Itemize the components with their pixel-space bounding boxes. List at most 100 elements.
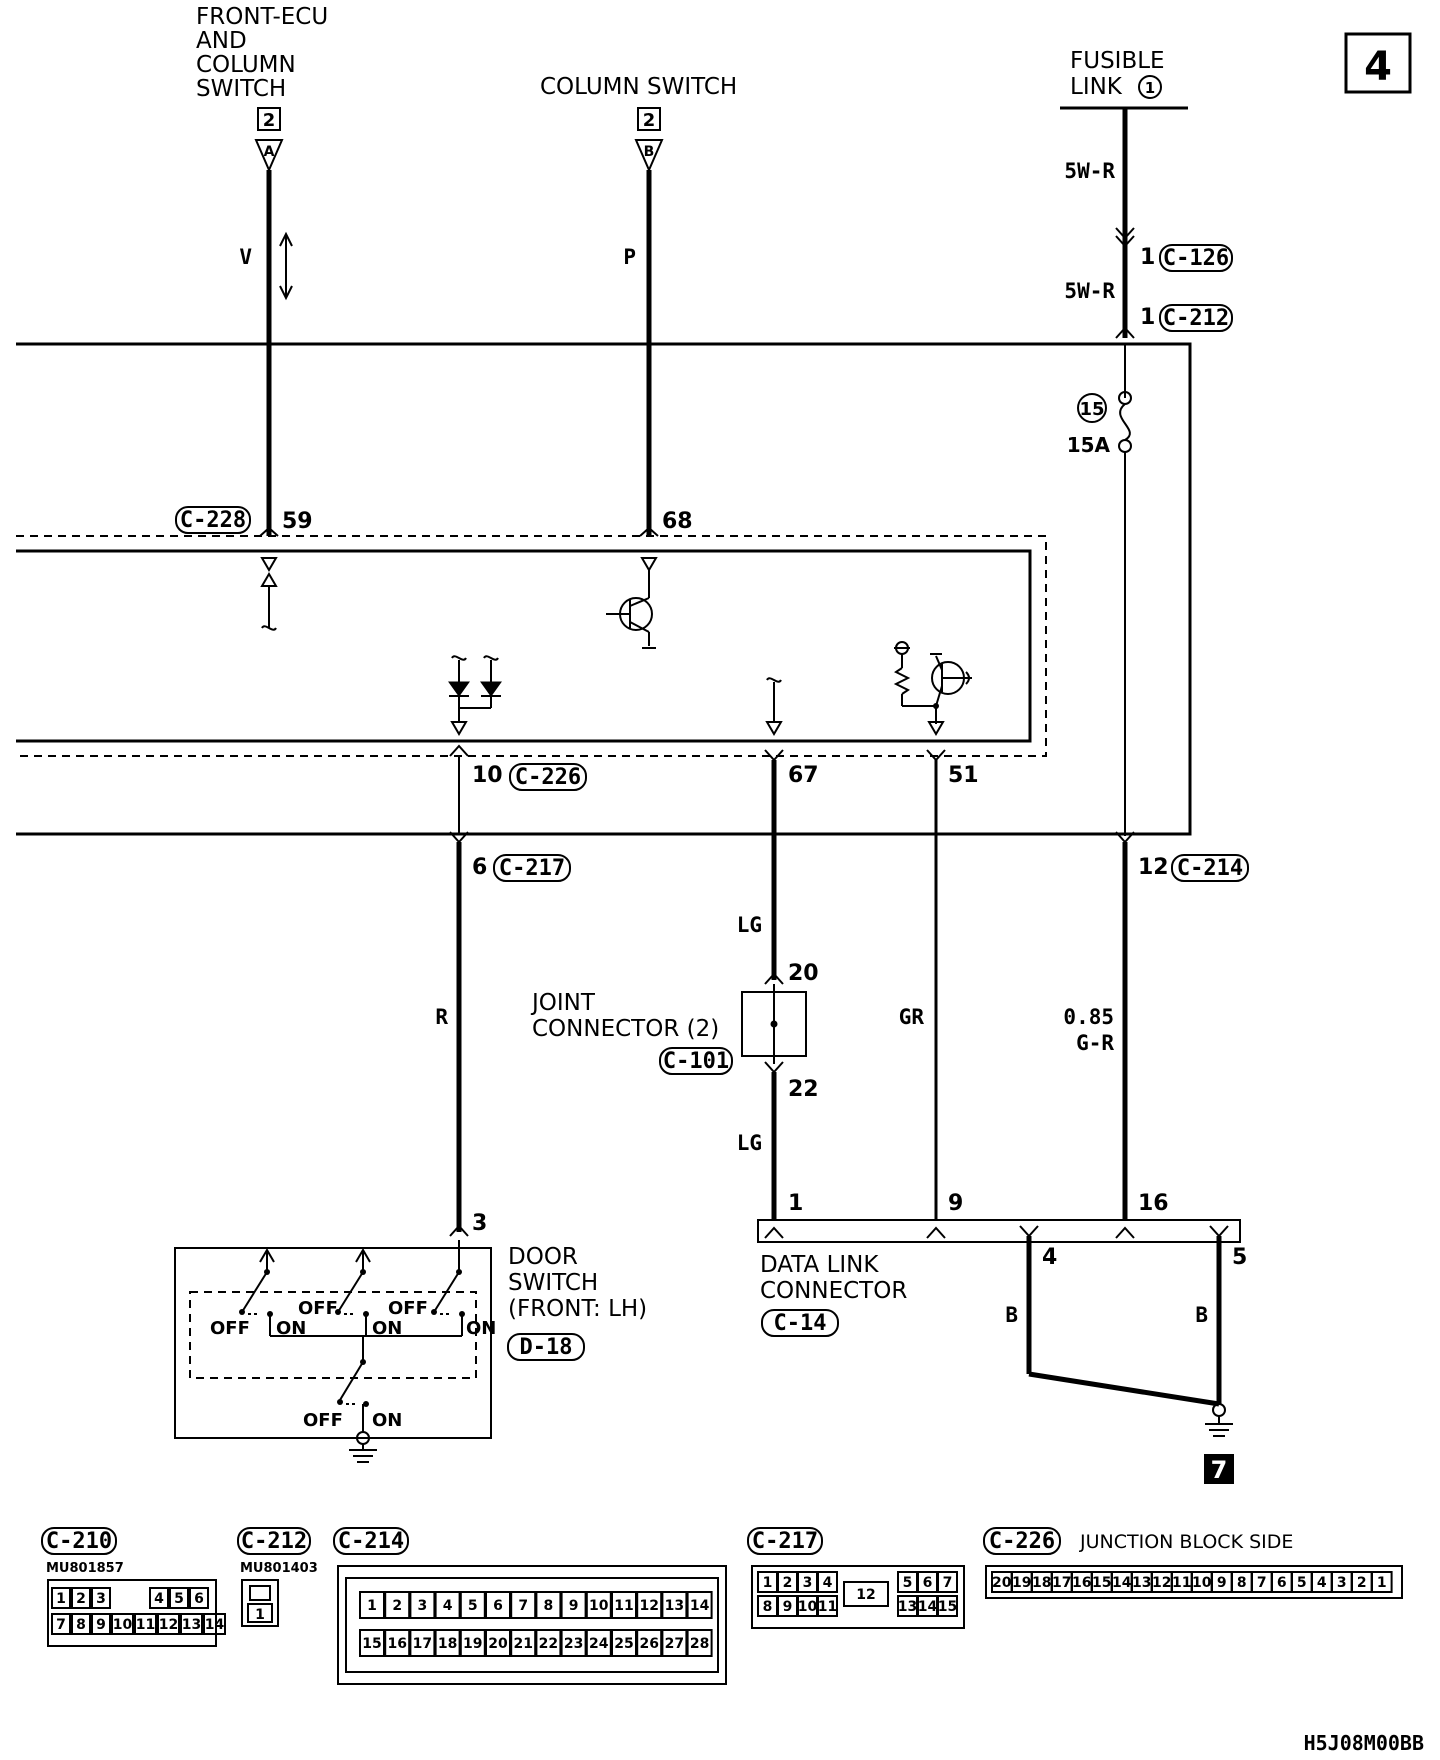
ground-icon	[1205, 1403, 1233, 1437]
legend-c214-pin-label: 1	[367, 1598, 377, 1614]
pin-10: 10	[472, 763, 503, 788]
wire-b-left-label: B	[1005, 1303, 1018, 1327]
legend-c214-cell	[485, 1629, 511, 1657]
legend-c226-shell	[985, 1565, 1403, 1599]
pin-c126: 1	[1140, 245, 1155, 270]
legend-c226-pin-label: 7	[1257, 1575, 1267, 1591]
switch-1-off: OFF	[210, 1318, 250, 1339]
dl-pin-5-symbol	[1209, 1225, 1229, 1238]
legend-c210-badge	[41, 1527, 117, 1555]
page-number: 4	[1364, 44, 1392, 90]
pin-68-symbol	[639, 526, 659, 537]
switch-1-on: ON	[276, 1318, 306, 1339]
legend-c226-pin-label: 2	[1357, 1575, 1367, 1591]
legend-c214-pin-label: 20	[488, 1636, 508, 1652]
legend-c210-pin-label: 11	[136, 1617, 155, 1633]
legend-c214-pin-label: 21	[513, 1636, 532, 1652]
legend-c226-pin-label: 10	[1192, 1575, 1212, 1591]
joint-connector-line: CONNECTOR (2)	[532, 1016, 719, 1042]
legend-c210-pin-label: 6	[194, 1591, 204, 1607]
switch-3-on: ON	[466, 1318, 496, 1339]
legend-c210-cell	[51, 1587, 71, 1609]
wire-v-label: V	[239, 245, 252, 269]
door-switch-line: DOOR	[508, 1244, 578, 1270]
legend-c214-pin-label: 4	[443, 1598, 453, 1614]
legend-c214-badge	[333, 1527, 409, 1555]
connector-c217-badge	[493, 854, 571, 882]
input-67-circuit-icon	[765, 677, 783, 736]
fuse-terminal-bottom	[1118, 439, 1132, 453]
pin-6: 6	[472, 855, 487, 880]
door-switch-box	[174, 1247, 492, 1439]
door-switch-line: (FRONT: LH)	[508, 1296, 647, 1322]
ref-a-arrow-icon	[254, 139, 284, 173]
connector-c228-label: C-228	[180, 508, 246, 533]
fuse-element-icon	[1119, 403, 1131, 441]
legend-c210-cell	[71, 1587, 91, 1609]
legend-c226-title: C-226	[989, 1529, 1055, 1554]
wire-b-bridge	[1028, 1371, 1220, 1407]
legend-c226-pin-label: 3	[1337, 1575, 1347, 1591]
legend-c217-pin-label: 12	[856, 1587, 875, 1603]
legend-c214-pin-label: 6	[493, 1598, 503, 1614]
legend-c214-pin-label: 26	[639, 1636, 658, 1652]
door-switch-dashed-link	[189, 1291, 477, 1379]
fusible-link-line: LINK	[1070, 74, 1123, 100]
legend-c212-latch	[249, 1585, 271, 1601]
connector-d18-badge	[507, 1333, 585, 1361]
pin-67: 67	[788, 763, 819, 788]
pin-59-symbol	[259, 526, 279, 537]
fusible-link-number: 1	[1145, 79, 1155, 97]
legend-c226-pin-label: 1	[1377, 1575, 1387, 1591]
transistor-51-icon	[893, 641, 972, 736]
legend-c210-pin-label: 3	[96, 1591, 106, 1607]
dl-pin-16-symbol	[1115, 1226, 1135, 1239]
wire-gr-label: GR	[899, 1005, 925, 1029]
pin-dl-16: 16	[1138, 1191, 1169, 1216]
connector-c14-label: C-14	[774, 1311, 827, 1336]
legend-c214-cell	[535, 1591, 562, 1619]
legend-c214-pin-label: 22	[539, 1636, 558, 1652]
legend-c210-cell	[203, 1613, 226, 1635]
legend-c212-pin: 1	[255, 1607, 265, 1623]
switch-2-off: OFF	[298, 1298, 338, 1319]
legend-c217-title: C-217	[752, 1529, 818, 1554]
legend-c214-cell	[636, 1591, 663, 1619]
legend-c226-pin-label: 14	[1112, 1575, 1132, 1591]
connector-c217-label: C-217	[499, 856, 565, 881]
connector-c126-symbol	[1115, 227, 1135, 248]
legend-c210-part: MU801857	[46, 1561, 124, 1576]
connector-c101-badge	[659, 1047, 733, 1075]
door-switch-ground-icon	[349, 1431, 377, 1463]
legend-c226-pin-label: 13	[1132, 1575, 1151, 1591]
ref-b-number: 2	[643, 110, 656, 131]
wire-g-r-size: 0.85	[1063, 1005, 1114, 1029]
data-link-connector-body	[757, 1219, 1241, 1243]
wire-5w-r-label-mid: 5W-R	[1064, 279, 1115, 303]
legend-c214-pin-label: 2	[392, 1598, 402, 1614]
door-switch-line: SWITCH	[508, 1270, 598, 1296]
legend-c210-pin-label: 13	[182, 1617, 201, 1633]
pin-dl-1: 1	[788, 1191, 803, 1216]
legend-c217-pin-label: 1	[763, 1575, 773, 1591]
legend-c214-cell	[409, 1629, 436, 1657]
legend-c214-cell	[661, 1591, 688, 1619]
door-switch-label: DOOR SWITCH (FRONT: LH)	[508, 1244, 647, 1322]
page-number-box	[1344, 32, 1412, 94]
legend-c210-cell	[169, 1587, 189, 1609]
pin-12: 12	[1138, 855, 1169, 880]
switch-3-off: OFF	[388, 1298, 428, 1319]
ref-a-box	[257, 107, 281, 131]
dl-pin-1-symbol	[764, 1226, 784, 1239]
legend-c226-pin-label: 17	[1052, 1575, 1071, 1591]
legend-c214-cell	[434, 1629, 461, 1657]
diode-pair-icon	[448, 655, 502, 736]
legend-c217-pin-label: 13	[898, 1599, 917, 1615]
legend-c214-cell	[384, 1591, 411, 1619]
legend-c210-cell	[180, 1613, 203, 1635]
figure-code: H5J08M00BB	[1304, 1731, 1424, 1755]
legend-c217-pin-label: 10	[798, 1599, 818, 1615]
